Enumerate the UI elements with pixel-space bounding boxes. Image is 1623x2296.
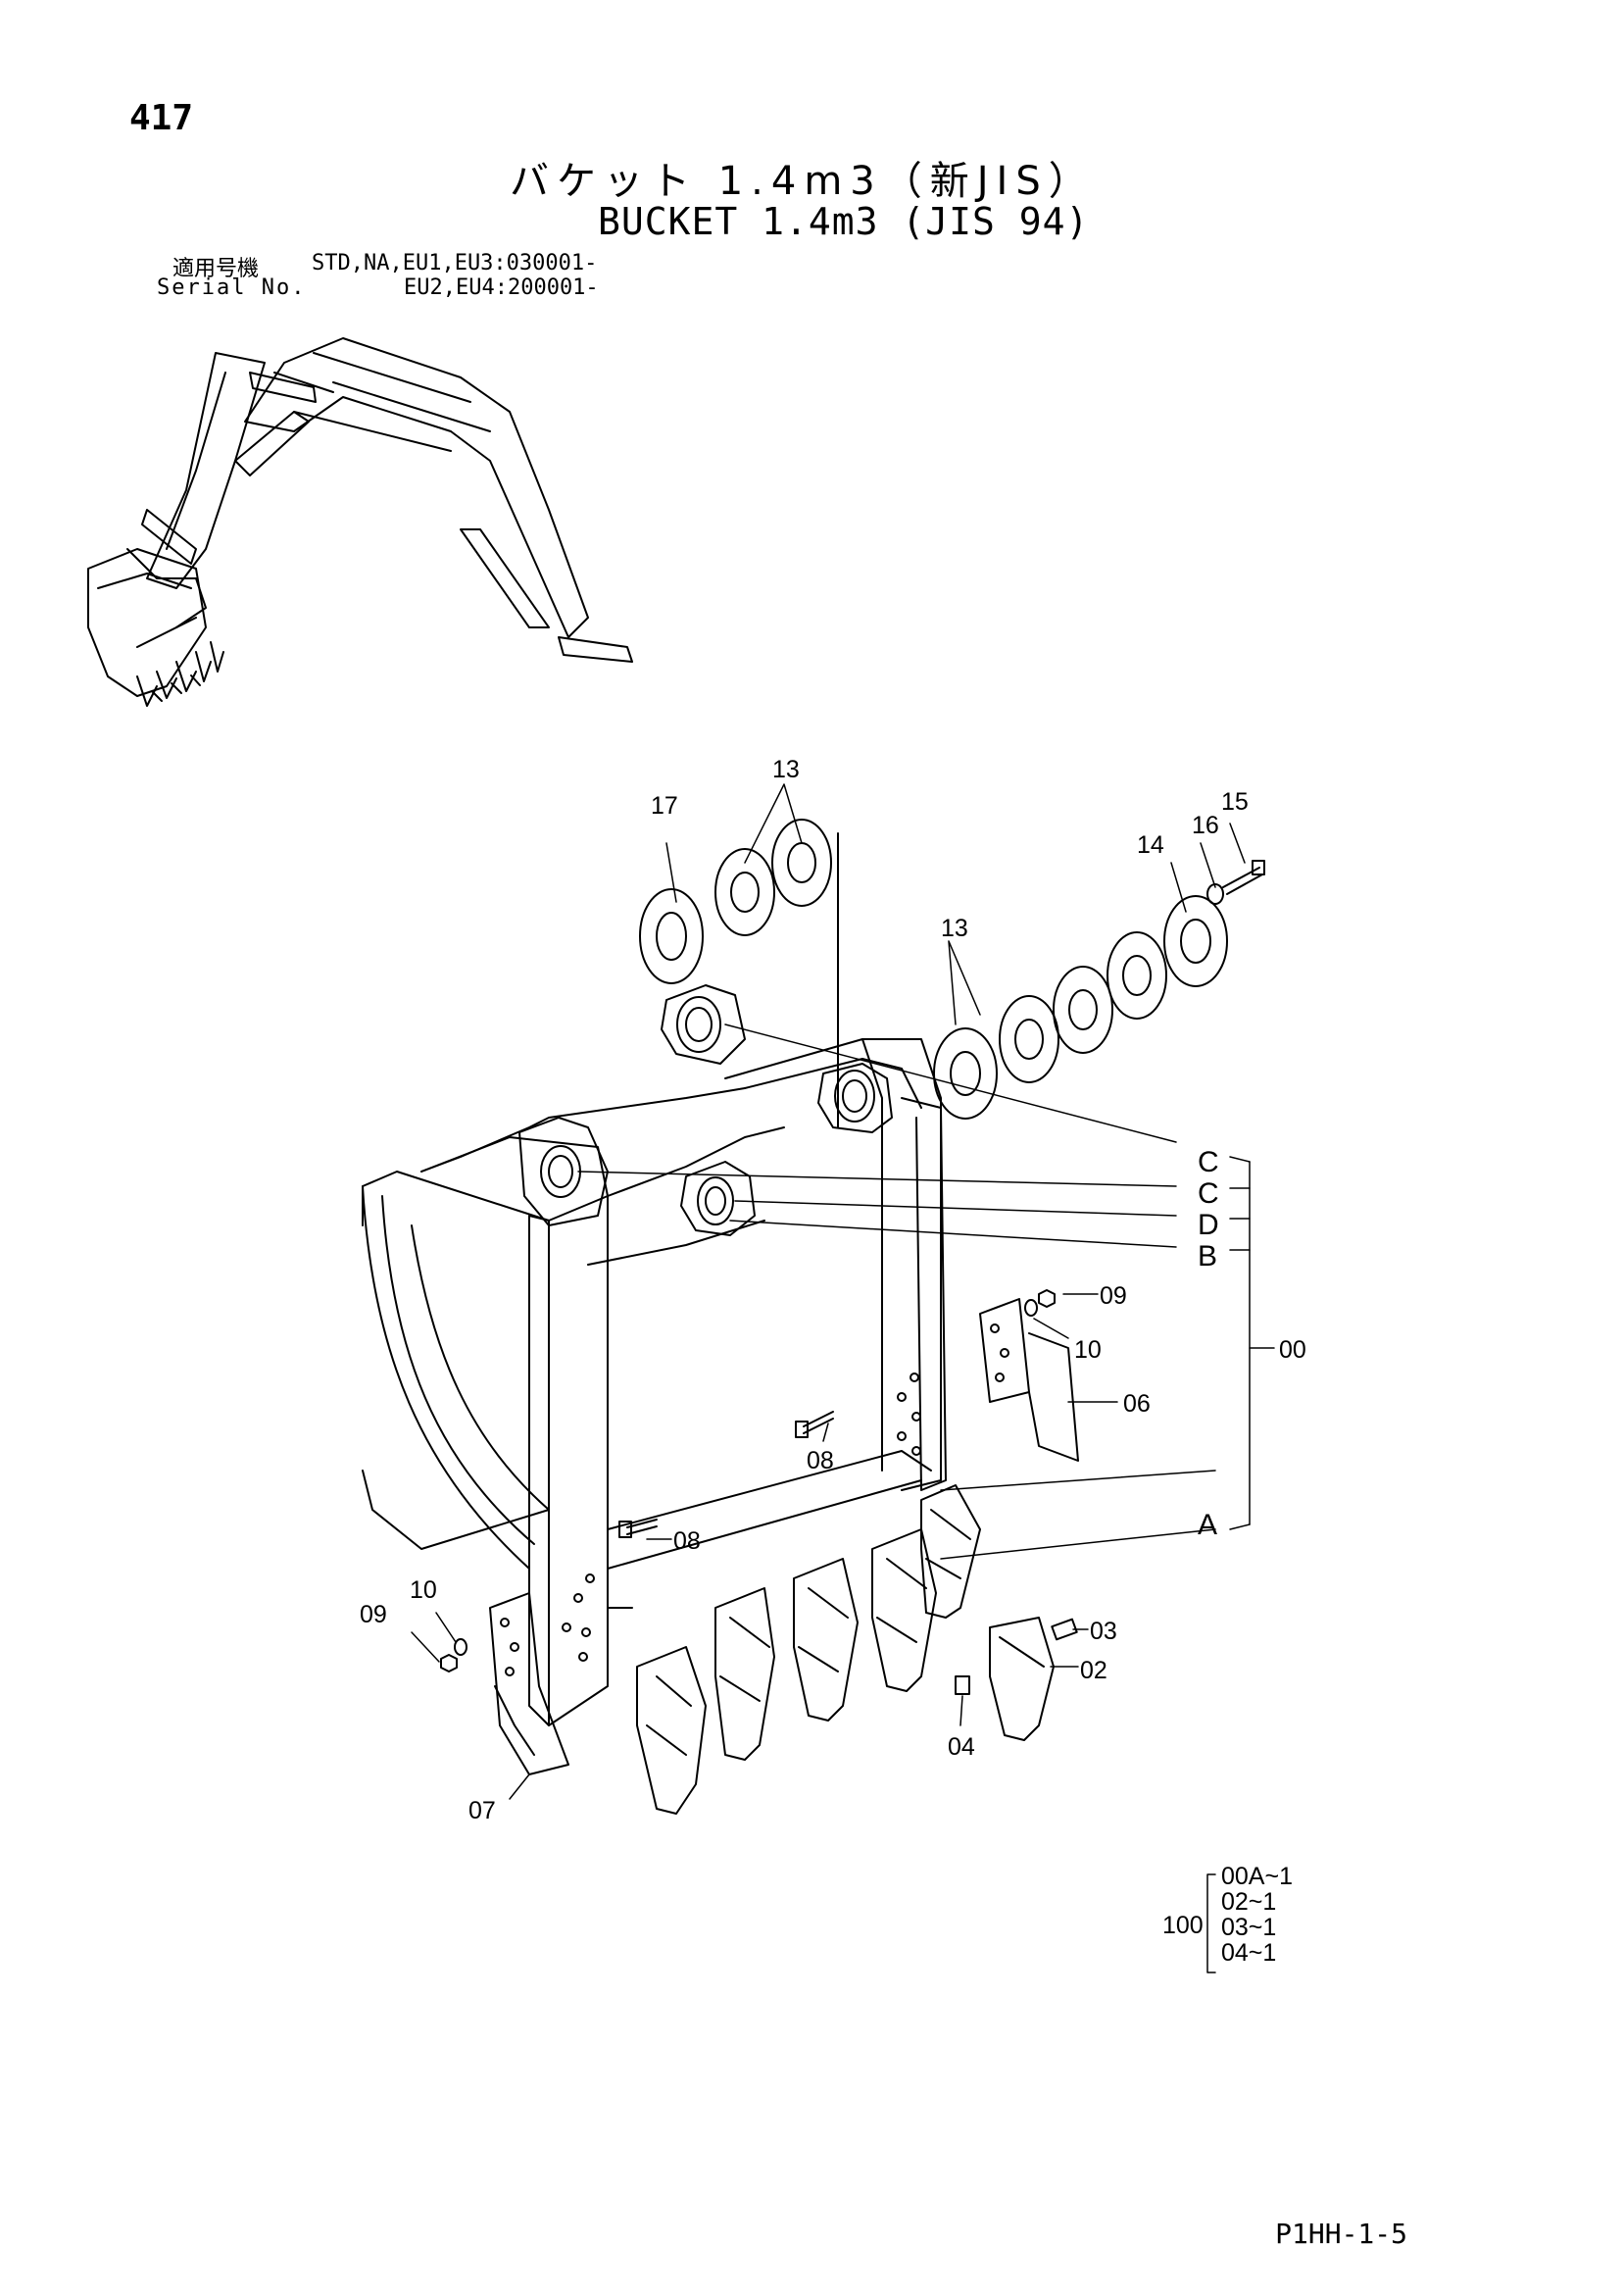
- kit-item-2: 02~1: [1221, 1888, 1276, 1916]
- callout-07: 07: [468, 1797, 496, 1824]
- callout-16: 16: [1192, 812, 1219, 839]
- kit-item-1: 00A~1: [1221, 1863, 1293, 1890]
- excavator-overview-illustration: [87, 337, 633, 707]
- footer-catalog-code: P1HH-1-5: [1275, 2218, 1407, 2250]
- teeth-row: [636, 1484, 1078, 1815]
- callout-09-left: 09: [360, 1601, 387, 1628]
- kit-item-3: 03~1: [1221, 1914, 1276, 1941]
- serial-range-2: EU2,EU4:200001-: [404, 275, 599, 300]
- callout-09-right: 09: [1100, 1282, 1127, 1310]
- title-japanese: バケット 1.4m3（新JIS）: [510, 159, 1096, 204]
- callout-06: 06: [1123, 1390, 1151, 1418]
- callout-13-top: 13: [772, 756, 800, 783]
- serial-label-english: Serial No.: [157, 275, 307, 300]
- kit-number: 100: [1162, 1912, 1204, 1939]
- callout-14: 14: [1137, 831, 1164, 859]
- callout-10-left: 10: [410, 1576, 437, 1604]
- side-cutters: [440, 1289, 1079, 1775]
- kit-item-4: 04~1: [1221, 1939, 1276, 1967]
- callout-03: 03: [1090, 1618, 1117, 1645]
- callout-08-left: 08: [673, 1527, 701, 1555]
- callout-c-lower: C: [1198, 1177, 1219, 1210]
- callout-13-mid: 13: [941, 915, 968, 942]
- callout-08-mid: 08: [807, 1447, 834, 1474]
- title-english: BUCKET 1.4m3 (JIS 94): [598, 200, 1090, 243]
- callout-00: 00: [1279, 1336, 1306, 1364]
- callout-c-upper: C: [1198, 1146, 1219, 1178]
- leader-lines: [411, 783, 1275, 1973]
- callout-a: A: [1198, 1509, 1217, 1541]
- serial-range-1: STD,NA,EU1,EU3:030001-: [312, 251, 598, 275]
- callout-b: B: [1198, 1240, 1217, 1273]
- serial-label-japanese: 適用号機: [172, 257, 260, 281]
- bucket-body: [362, 832, 947, 1726]
- callout-17: 17: [651, 792, 678, 820]
- page-number: 417: [129, 98, 194, 138]
- shim-and-plate-parts: [639, 819, 1265, 1120]
- callout-04: 04: [948, 1733, 975, 1761]
- callout-10-right: 10: [1074, 1336, 1102, 1364]
- callout-02: 02: [1080, 1657, 1107, 1684]
- callout-labels: 13 17 16 15 14 13 C C D B 00 A 09 10 06 …: [360, 756, 1306, 1967]
- callout-15: 15: [1221, 788, 1249, 816]
- callout-d: D: [1198, 1209, 1219, 1241]
